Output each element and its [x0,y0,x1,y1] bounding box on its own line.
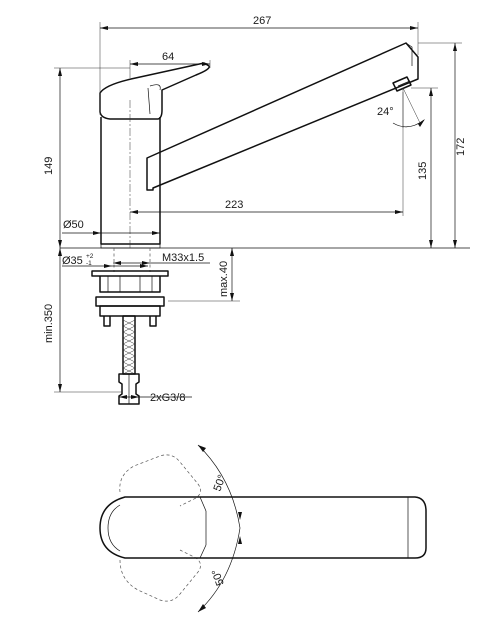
arc-50-bottom [197,527,241,613]
ghost-lever-top [119,454,201,507]
dim-hose-length: min.350 [43,304,55,343]
faucet-spout [146,42,419,191]
aerator-outlet [397,80,411,87]
lever-top-inner [107,504,121,552]
dim-spout-height: 135 [417,162,429,180]
aerator [392,76,412,92]
dim-total-length: 267 [253,15,271,27]
dim-swivel-top: 50° [212,473,229,493]
dim-swivel-bottom: 50° [210,567,227,587]
dim-aerator-angle: 24° [377,106,394,118]
faucet-lever [99,62,210,120]
arc-50-top [197,444,241,529]
faucet-side-view [99,42,419,245]
dim-hole-tol-lower: -1 [86,260,92,267]
dim-hole-tol-upper: +2 [86,253,94,260]
bolt-right [149,316,157,327]
lever-detail [147,84,161,115]
dimensions-top: 50° 50° [197,444,242,613]
dim-handle-width: 64 [162,51,174,63]
plate-lower [99,305,161,317]
faucet-top-view [99,454,427,602]
mounting-assembly [60,243,470,405]
dim-mount-thickness: max.40 [218,261,230,297]
faucet-body [100,117,161,245]
fixing-nut [99,276,161,293]
mount-washer [91,270,169,277]
braid-pattern [122,319,136,375]
dim-total-height: 172 [455,138,467,156]
dim-thread: M33x1.5 [162,252,204,264]
hose-nut [118,373,140,405]
dim-connection: 2xG3/8 [150,392,185,404]
dim-hole-diameter: Ø35 [62,255,83,267]
bolt-left [103,316,111,327]
spout-top-edge [405,42,413,66]
base-gasket [100,243,161,249]
dim-body-height: 149 [43,157,55,175]
dim-body-diameter: Ø50 [63,219,84,231]
dim-spout-reach: 223 [225,199,243,211]
dimensions-side: 267 64 172 135 149 223 [43,15,467,404]
lever-top [99,496,427,559]
ghost-lever-bottom [119,549,201,602]
horseshoe-plate [95,296,165,307]
